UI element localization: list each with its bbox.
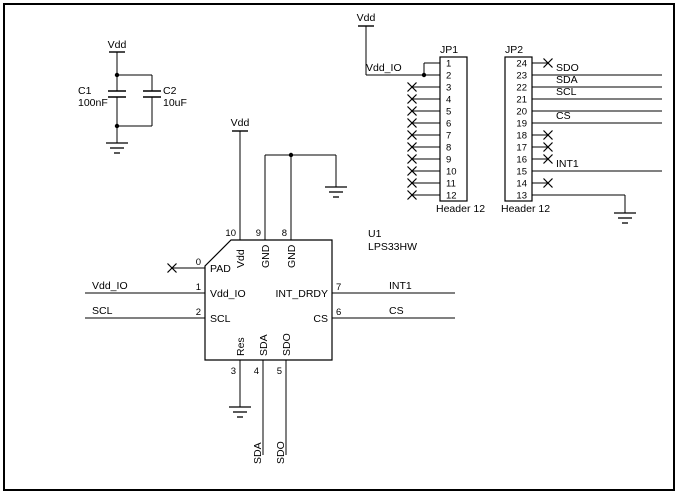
pin-name-gnd: GND [286,244,298,268]
pin-name-res: Res [235,337,247,356]
header-jp1[interactable]: Vdd Vdd_IO JP1 Header 12 1 2 3 4 5 6 7 8… [357,12,486,215]
pin-number: 16 [516,155,527,166]
pin-number: 12 [446,191,457,202]
junction-dot [288,152,294,158]
pin-number: 1 [446,59,451,70]
c1-ref: C1 [78,85,92,97]
u1-body[interactable] [204,239,333,361]
pin-name-pad: PAD [210,263,231,275]
pin-number: 6 [446,119,451,130]
pin-number: 20 [516,107,527,118]
jp1-ref: JP1 [440,44,458,56]
jp1-no-connect-stubs [406,81,440,201]
pin-number: 10 [446,167,457,178]
pin-number: 18 [516,131,527,142]
pin-name-gnd: GND [260,244,272,268]
pin-number: 5 [277,366,282,377]
pin-number: 4 [446,95,451,106]
pin-number: 13 [516,191,527,202]
pin-name-vdd: Vdd [235,249,247,268]
u1-part: LPS33HW [368,241,417,253]
net-label-scl: SCL [556,86,577,98]
vdd-net-label: Vdd [108,39,127,51]
net-label-int1: INT1 [389,280,412,292]
pin-number: 7 [336,282,341,293]
pin-name-int-drdy: INT_DRDY [275,288,328,300]
sheet-border [3,3,675,491]
u1-ref: U1 [368,228,382,240]
pin-number: 7 [446,131,451,142]
pin-number: 8 [282,228,287,239]
pin-number: 17 [516,143,527,154]
pin-number: 24 [516,59,527,70]
capacitor-c1[interactable] [108,90,126,98]
pin-number: 4 [254,366,259,377]
capacitor-c2[interactable] [143,90,161,98]
net-label-sda: SDA [556,74,578,86]
jp2-footprint: Header 12 [501,203,550,215]
jp2-ref: JP2 [505,44,523,56]
net-label-cs: CS [556,110,571,122]
pin-number: 2 [196,307,201,318]
jp1-footprint: Header 12 [436,203,485,215]
pin-number: 19 [516,119,527,130]
c2-ref: C2 [163,85,177,97]
pin-name-scl: SCL [210,313,231,325]
ground-symbol [613,212,637,224]
jp1-body[interactable] [439,56,468,202]
ic-u1[interactable]: U1 LPS33HW Vdd 10 Vdd 9 8 GND GND 0 PAD … [85,117,455,464]
pin-number: 9 [446,155,451,166]
pin-number: 14 [516,179,527,190]
pin-number: 15 [516,167,527,178]
net-label-cs: CS [389,305,404,317]
header-jp2[interactable]: JP2 Header 12 24 23 22 21 20 19 18 17 16… [501,44,662,224]
vdd-net-label: Vdd [231,117,250,129]
vdd-net-label: Vdd [357,12,376,24]
c1-value: 100nF [78,97,108,109]
pin-number: 11 [446,179,456,190]
pin-number: 8 [446,143,451,154]
decoupling-cap-network[interactable]: Vdd C1 100nF C2 10uF [78,39,187,154]
pin-number: 10 [225,228,236,239]
ground-symbol [105,142,129,154]
pin-number: 2 [446,71,451,82]
net-label-vdd-io: Vdd_IO [92,280,128,292]
pin-name-sdo: SDO [281,333,293,356]
net-label-int1: INT1 [556,158,579,170]
pin-number: 3 [231,366,236,377]
pin-number: 22 [516,83,527,94]
pin-number: 1 [196,282,201,293]
net-label-sdo: SDO [556,62,579,74]
pin-number: 5 [446,107,451,118]
ground-symbol [228,406,252,418]
jp2-body[interactable] [504,56,533,202]
pin-name-vdd-io: Vdd_IO [210,288,246,300]
pin-number: 6 [336,307,341,318]
c2-value: 10uF [163,97,187,109]
net-label-sdo: SDO [275,441,287,464]
net-label-sda: SDA [252,442,264,464]
pin-number: 0 [196,257,201,268]
pin-number: 9 [256,228,261,239]
pin-number: 23 [516,71,527,82]
pin-number: 3 [446,83,451,94]
pin-name-cs: CS [313,313,328,325]
ground-symbol [324,186,348,198]
pin-name-sda: SDA [258,334,270,356]
net-label-vdd-io: Vdd_IO [366,62,402,74]
net-label-scl: SCL [92,305,113,317]
pin-number: 21 [516,95,527,106]
